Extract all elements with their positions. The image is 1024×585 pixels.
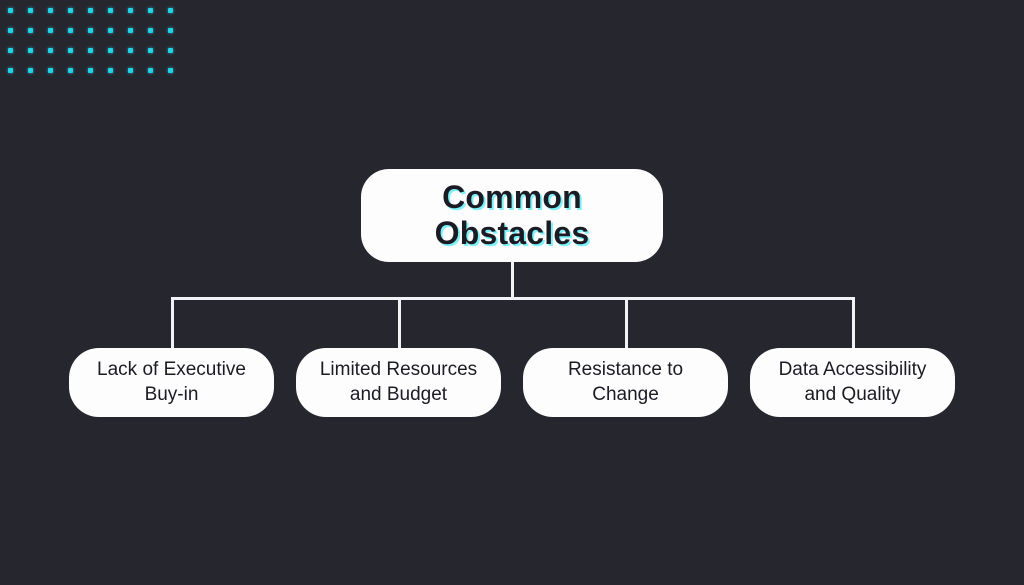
connector-drop-2: [625, 297, 628, 349]
grid-dot: [168, 48, 173, 53]
connector-root-stem: [511, 261, 514, 299]
leaf-node-resistance-to-change: Resistance to Change: [523, 348, 728, 417]
grid-dot: [168, 28, 173, 33]
grid-dot: [168, 68, 173, 73]
grid-dot: [168, 8, 173, 13]
dot-grid-decoration: [0, 0, 190, 90]
grid-dot: [28, 48, 33, 53]
grid-dot: [108, 68, 113, 73]
grid-dot: [128, 48, 133, 53]
leaf-node-label: Resistance to Change: [567, 358, 684, 405]
leaf-node-limited-resources-and-budget: Limited Resources and Budget: [296, 348, 501, 417]
grid-dot: [128, 8, 133, 13]
leaf-node-label: Limited Resources and Budget: [319, 358, 478, 405]
connector-drop-0: [171, 297, 174, 349]
grid-dot: [48, 68, 53, 73]
grid-dot: [128, 28, 133, 33]
grid-dot: [68, 68, 73, 73]
grid-dot: [68, 28, 73, 33]
grid-dot: [8, 48, 13, 53]
root-node: Common Obstacles: [361, 169, 663, 262]
grid-dot: [68, 8, 73, 13]
grid-dot: [8, 8, 13, 13]
grid-dot: [108, 28, 113, 33]
grid-dot: [28, 68, 33, 73]
grid-dot: [28, 28, 33, 33]
leaf-node-label: Data Accessibility and Quality: [778, 358, 927, 405]
grid-dot: [48, 28, 53, 33]
grid-dot: [148, 28, 153, 33]
leaf-node-label: Lack of Executive Buy-in: [97, 358, 246, 405]
grid-dot: [148, 8, 153, 13]
grid-dot: [68, 48, 73, 53]
grid-dot: [88, 48, 93, 53]
connector-drop-1: [398, 297, 401, 349]
leaf-node-data-accessibility-and-quality: Data Accessibility and Quality: [750, 348, 955, 417]
grid-dot: [28, 8, 33, 13]
grid-dot: [88, 28, 93, 33]
grid-dot: [88, 8, 93, 13]
grid-dot: [8, 68, 13, 73]
grid-dot: [48, 48, 53, 53]
grid-dot: [128, 68, 133, 73]
grid-dot: [8, 28, 13, 33]
root-node-label: Common Obstacles: [434, 178, 590, 251]
grid-dot: [148, 48, 153, 53]
grid-dot: [48, 8, 53, 13]
connector-horizontal-bus: [171, 297, 855, 300]
grid-dot: [108, 8, 113, 13]
leaf-node-lack-of-executive-buy-in: Lack of Executive Buy-in: [69, 348, 274, 417]
connector-drop-3: [852, 297, 855, 349]
grid-dot: [148, 68, 153, 73]
grid-dot: [108, 48, 113, 53]
grid-dot: [88, 68, 93, 73]
